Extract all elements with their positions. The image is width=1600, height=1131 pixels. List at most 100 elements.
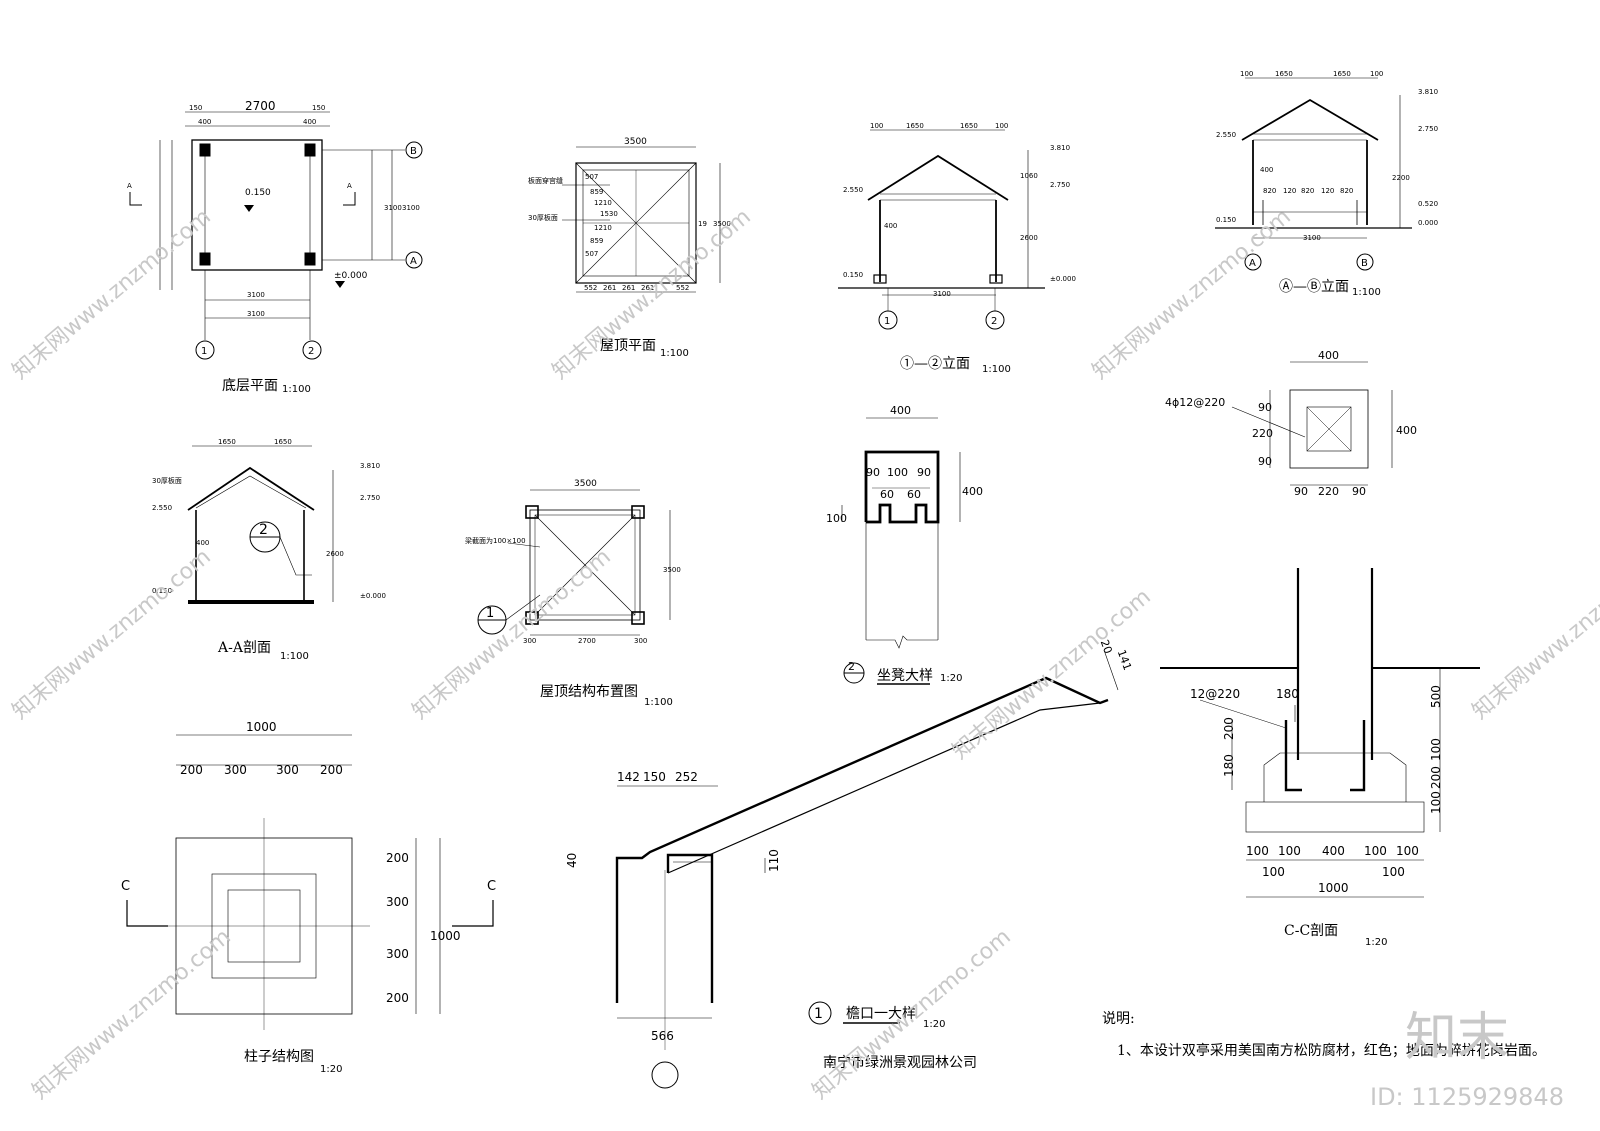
elevation-1-2-labels: 100 1650 1650 100 3.810 2.750 2.550 0.15… xyxy=(843,122,1076,375)
roof-structure-plan xyxy=(477,489,671,636)
drawing-title: ①—②立面 xyxy=(900,356,970,372)
dim-label: 120 xyxy=(1321,187,1334,195)
drawing-title: Ⓐ—Ⓑ立面 xyxy=(1279,279,1349,295)
dim-label: 100 xyxy=(1396,844,1419,858)
dim-label: 3500 xyxy=(574,479,597,489)
watermark-repeat: 知末网www.znzmo.com xyxy=(808,924,1016,1104)
dim-label: 552 xyxy=(584,284,597,292)
dim-label: 400 xyxy=(962,485,983,498)
axis-label: A xyxy=(410,256,417,267)
ground-plan-labels: 150 2700 150 400 400 0.150 ±0.000 A A 31… xyxy=(127,99,420,395)
section-marker: 1 xyxy=(486,606,494,621)
level-label: 2.750 xyxy=(360,494,380,502)
level-label: 2.550 xyxy=(1216,131,1236,139)
dim-label: 1000 xyxy=(246,720,277,734)
level-label: 0.150 xyxy=(152,587,172,595)
dim-label: 400 xyxy=(1396,424,1417,437)
dim-label: 180 xyxy=(1276,687,1299,701)
column-structure-labels: 1000 200 300 300 200 200 300 300 200 100… xyxy=(121,720,496,1075)
dim-label: 100 xyxy=(1382,865,1405,879)
dim-label: 820 xyxy=(1301,187,1314,195)
drawing-scale: 1:100 xyxy=(280,651,309,662)
dim-label: 261 xyxy=(622,284,635,292)
level-label: 0.000 xyxy=(1418,219,1438,227)
dim-label: 1530 xyxy=(600,210,618,218)
dim-label: 300 xyxy=(224,763,247,777)
section-a-a-labels: 1650 1650 30厚板面 3.810 2.750 2.550 0.150 … xyxy=(152,438,386,662)
axis-label: B xyxy=(1361,258,1368,269)
level-label: ±0.000 xyxy=(1050,275,1076,283)
dim-label: 261 xyxy=(603,284,616,292)
dim-label: 2700 xyxy=(578,637,596,645)
dim-label: 400 xyxy=(1322,844,1345,858)
section-c-c-labels: 12@220 180 200 180 500 100 200 100 100 1… xyxy=(1190,685,1443,948)
dim-label: 820 xyxy=(1263,187,1276,195)
dim-label: 100 xyxy=(1429,738,1443,761)
dim-label: 100 xyxy=(1278,844,1301,858)
dim-label: 1210 xyxy=(594,199,612,207)
dim-label: 1000 xyxy=(430,929,461,943)
dim-label: 150 xyxy=(643,770,666,784)
dim-label: 2200 xyxy=(1392,174,1410,182)
dim-label: 859 xyxy=(590,237,603,245)
dim-label: 400 xyxy=(890,404,911,417)
dim-label: 60 xyxy=(907,488,921,501)
dim-label: 400 xyxy=(1318,349,1339,362)
dim-label: 3500 xyxy=(663,566,681,574)
title-block: 南宁市绿洲景观园林公司 说明: 1、本设计双亭采用美国南方松防腐材，红色；地面为… xyxy=(823,1011,1546,1071)
dim-label: 220 xyxy=(1252,427,1273,440)
dim-label: 200 xyxy=(1429,766,1443,789)
elevation-a-b-labels: 100 1650 1650 100 3.810 2.750 2.550 0.52… xyxy=(1216,70,1438,298)
axis-label: 1 xyxy=(201,346,207,357)
drawing-title: 柱子结构图 xyxy=(244,1049,314,1065)
dim-label: 90 xyxy=(1294,485,1308,498)
column-structure-plan xyxy=(126,734,494,1030)
company-name: 南宁市绿洲景观园林公司 xyxy=(823,1054,977,1071)
dim-label: 19 xyxy=(698,220,707,228)
dim-label: 820 xyxy=(1340,187,1353,195)
dim-label: 3100 xyxy=(402,204,420,212)
dim-label: 100 xyxy=(1370,70,1383,78)
watermark-id: ID: 1125929848 xyxy=(1370,1083,1564,1111)
watermark-repeat: 知末网www.znzmo.com xyxy=(948,584,1156,764)
dim-label: 3500 xyxy=(624,137,647,147)
drawing-scale: 1:100 xyxy=(644,697,673,708)
dim-label: 1650 xyxy=(906,122,924,130)
dim-label: 100 xyxy=(887,466,908,479)
dim-label: 300 xyxy=(276,763,299,777)
drawing-scale: 1:100 xyxy=(282,384,311,395)
level-label: 0.150 xyxy=(245,188,271,198)
roof-plan xyxy=(562,146,721,293)
column-plan-detail xyxy=(1231,361,1393,486)
bench-detail-labels: 400 90 100 90 60 60 400 100 2 坐凳大样 1:20 xyxy=(826,404,983,684)
watermark-repeat: 知末网www.znzmo.com xyxy=(548,204,756,384)
dim-label: 1000 xyxy=(1318,881,1349,895)
drawing-title: 坐凳大样 xyxy=(877,668,933,684)
drawing-title: C-C剖面 xyxy=(1284,923,1338,939)
roof-structure-labels: 3500 3500 梁截面为100×100 300 2700 300 1 屋顶结… xyxy=(465,479,681,708)
dim-label: 2600 xyxy=(326,550,344,558)
dim-label: 1210 xyxy=(594,224,612,232)
drawing-title: 底层平面 xyxy=(222,378,278,394)
axis-label: 2 xyxy=(308,346,314,357)
dim-label: 300 xyxy=(386,895,409,909)
dim-label: 60 xyxy=(880,488,894,501)
dim-label: 180 xyxy=(1222,754,1236,777)
note-label: 梁截面为100×100 xyxy=(465,536,526,545)
dim-label: 1650 xyxy=(1333,70,1351,78)
dim-label: 100 xyxy=(1429,791,1443,814)
level-label: 2.550 xyxy=(152,504,172,512)
dim-label: 1650 xyxy=(1275,70,1293,78)
level-label: 3.810 xyxy=(1418,88,1438,96)
dim-label: 90 xyxy=(1258,401,1272,414)
dim-label: 1650 xyxy=(218,438,236,446)
dim-label: 3100 xyxy=(247,310,265,318)
dim-label: 3100 xyxy=(933,290,951,298)
eave-detail xyxy=(615,649,1119,1089)
eave-detail-labels: 142 150 252 40 110 566 20 141 1 檐口一大样 1:… xyxy=(565,638,1134,1043)
axis-label: 1 xyxy=(884,316,890,327)
dim-label: 507 xyxy=(585,250,598,258)
watermark-repeat: 知末网www.znzmo.com xyxy=(8,544,216,724)
dim-label: 100 xyxy=(1240,70,1253,78)
level-label: 2.750 xyxy=(1418,125,1438,133)
